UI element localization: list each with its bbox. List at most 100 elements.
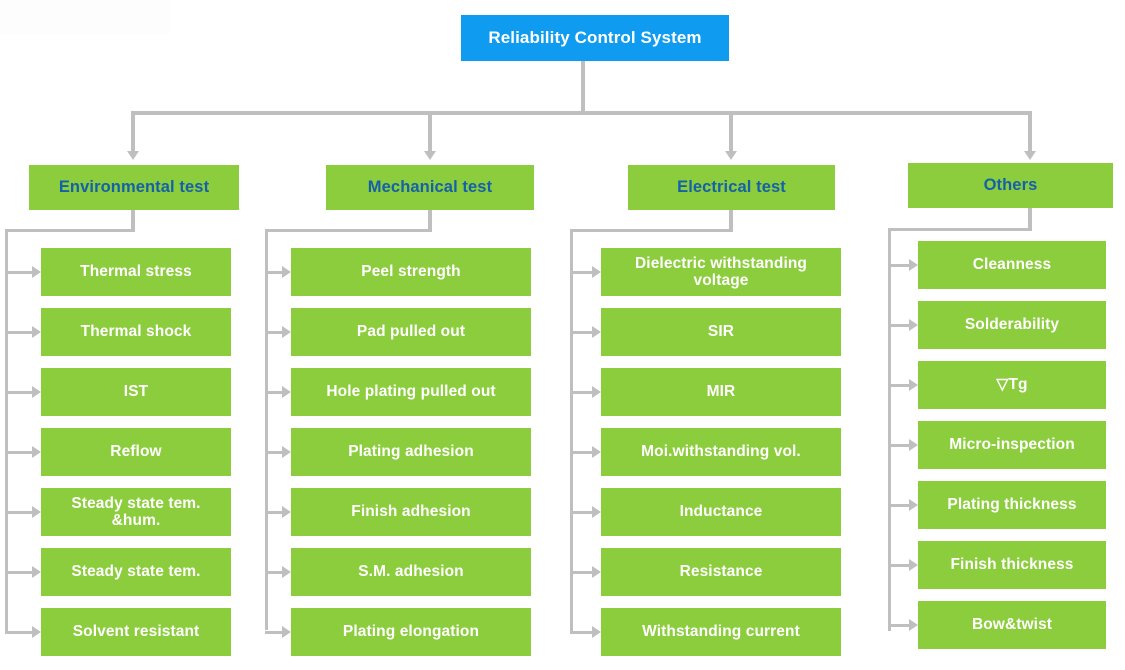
leaf-node-finish-thickness[interactable]: Finish thickness	[918, 541, 1106, 589]
leaf-node-steady-state-tem[interactable]: Steady state tem.	[41, 548, 231, 596]
category-arrow-icon-2	[424, 151, 436, 160]
category-node-mechanical-test[interactable]: Mechanical test	[326, 165, 534, 210]
leaf-node-peel-strength[interactable]: Peel strength	[291, 248, 531, 296]
leaf-arrow-icon-4-3	[909, 379, 918, 391]
leaf-connector-2-7	[265, 631, 282, 634]
leaf-connector-3-4	[570, 451, 592, 454]
leaf-connector-4-4	[888, 444, 909, 447]
leaf-node-ist[interactable]: IST	[41, 368, 231, 416]
leaf-arrow-icon-4-6	[909, 559, 918, 571]
leaf-node-hole-plating-pulled-out[interactable]: Hole plating pulled out	[291, 368, 531, 416]
leaf-arrow-icon-3-2	[592, 326, 601, 338]
leaf-arrow-icon-2-6	[282, 566, 291, 578]
branch-stem-connector-4	[1028, 208, 1032, 231]
leaf-arrow-icon-2-7	[282, 626, 291, 638]
leaf-connector-3-3	[570, 391, 592, 394]
leaf-arrow-icon-1-5	[32, 506, 41, 518]
leaf-connector-2-1	[265, 271, 282, 274]
leaf-node-dielectric-withstanding-voltage[interactable]: Dielectric withstanding voltage	[601, 248, 841, 296]
leaf-arrow-icon-1-1	[32, 266, 41, 278]
root-stem-connector	[581, 61, 585, 113]
leaf-node-bow-twist[interactable]: Bow&twist	[918, 601, 1106, 649]
distribution-bus-connector	[131, 111, 1032, 115]
leaf-connector-4-2	[888, 324, 909, 327]
leaf-connector-3-6	[570, 571, 592, 574]
leaf-arrow-icon-2-2	[282, 326, 291, 338]
leaf-node-pad-pulled-out[interactable]: Pad pulled out	[291, 308, 531, 356]
branch-stem-connector-1	[131, 210, 135, 232]
category-node-others[interactable]: Others	[908, 163, 1113, 208]
leaf-node-tg[interactable]: ▽Tg	[918, 361, 1106, 409]
leaf-arrow-icon-1-3	[32, 386, 41, 398]
leaf-arrow-icon-4-1	[909, 259, 918, 271]
category-arrow-icon-4	[1024, 151, 1036, 160]
branch-stem-connector-3	[729, 210, 733, 232]
leaf-node-plating-adhesion[interactable]: Plating adhesion	[291, 428, 531, 476]
leaf-arrow-icon-2-3	[282, 386, 291, 398]
leaf-connector-3-7	[570, 631, 592, 634]
leaf-connector-4-7	[888, 624, 909, 627]
leaf-arrow-icon-4-5	[909, 499, 918, 511]
leaf-node-moi-withstanding-vol[interactable]: Moi.withstanding vol.	[601, 428, 841, 476]
leaf-node-steady-state-tem-hum[interactable]: Steady state tem. &hum.	[41, 488, 231, 536]
branch-spine-connector-4	[888, 228, 891, 631]
leaf-connector-1-2	[5, 331, 32, 334]
leaf-node-inductance[interactable]: Inductance	[601, 488, 841, 536]
leaf-arrow-icon-3-4	[592, 446, 601, 458]
category-node-environmental-test[interactable]: Environmental test	[29, 165, 239, 210]
leaf-arrow-icon-1-4	[32, 446, 41, 458]
branch-elbow-connector-2	[265, 229, 432, 232]
branch-elbow-connector-3	[570, 229, 733, 232]
leaf-arrow-icon-3-6	[592, 566, 601, 578]
leaf-arrow-icon-3-7	[592, 626, 601, 638]
category-node-electrical-test[interactable]: Electrical test	[628, 165, 835, 210]
leaf-node-sir[interactable]: SIR	[601, 308, 841, 356]
leaf-node-plating-thickness[interactable]: Plating thickness	[918, 481, 1106, 529]
category-arrow-icon-1	[127, 151, 139, 160]
branch-spine-connector-2	[265, 229, 268, 630]
leaf-node-finish-adhesion[interactable]: Finish adhesion	[291, 488, 531, 536]
branch-spine-connector-1	[5, 229, 8, 632]
leaf-connector-2-5	[265, 511, 282, 514]
leaf-connector-4-6	[888, 564, 909, 567]
leaf-node-resistance[interactable]: Resistance	[601, 548, 841, 596]
leaf-node-withstanding-current[interactable]: Withstanding current	[601, 608, 841, 656]
leaf-connector-1-4	[5, 451, 32, 454]
leaf-node-thermal-shock[interactable]: Thermal shock	[41, 308, 231, 356]
leaf-arrow-icon-1-7	[32, 626, 41, 638]
leaf-connector-2-2	[265, 331, 282, 334]
category-arrow-icon-3	[725, 151, 737, 160]
leaf-arrow-icon-4-7	[909, 619, 918, 631]
leaf-node-micro-inspection[interactable]: Micro-inspection	[918, 421, 1106, 469]
leaf-arrow-icon-3-5	[592, 506, 601, 518]
leaf-arrow-icon-4-4	[909, 439, 918, 451]
leaf-node-solderability[interactable]: Solderability	[918, 301, 1106, 349]
leaf-arrow-icon-3-1	[592, 266, 601, 278]
branch-stem-connector-2	[428, 210, 432, 232]
leaf-node-mir[interactable]: MIR	[601, 368, 841, 416]
category-drop-connector-2	[428, 111, 432, 151]
leaf-connector-2-3	[265, 391, 282, 394]
leaf-connector-1-3	[5, 391, 32, 394]
leaf-node-solvent-resistant[interactable]: Solvent resistant	[41, 608, 231, 656]
leaf-node-s-m-adhesion[interactable]: S.M. adhesion	[291, 548, 531, 596]
leaf-arrow-icon-2-4	[282, 446, 291, 458]
leaf-arrow-icon-3-3	[592, 386, 601, 398]
category-drop-connector-1	[131, 111, 135, 151]
background-artifact	[0, 0, 170, 34]
leaf-connector-3-1	[570, 271, 592, 274]
leaf-connector-3-2	[570, 331, 592, 334]
leaf-connector-4-3	[888, 384, 909, 387]
leaf-connector-1-5	[5, 511, 32, 514]
leaf-node-thermal-stress[interactable]: Thermal stress	[41, 248, 231, 296]
branch-spine-connector-3	[570, 229, 573, 631]
leaf-connector-2-4	[265, 451, 282, 454]
leaf-node-cleanness[interactable]: Cleanness	[918, 241, 1106, 289]
leaf-connector-4-5	[888, 504, 909, 507]
leaf-node-plating-elongation[interactable]: Plating elongation	[291, 608, 531, 656]
root-node-reliability-control-system[interactable]: Reliability Control System	[461, 15, 729, 61]
branch-elbow-connector-4	[888, 228, 1032, 231]
leaf-node-reflow[interactable]: Reflow	[41, 428, 231, 476]
leaf-connector-2-6	[265, 571, 282, 574]
